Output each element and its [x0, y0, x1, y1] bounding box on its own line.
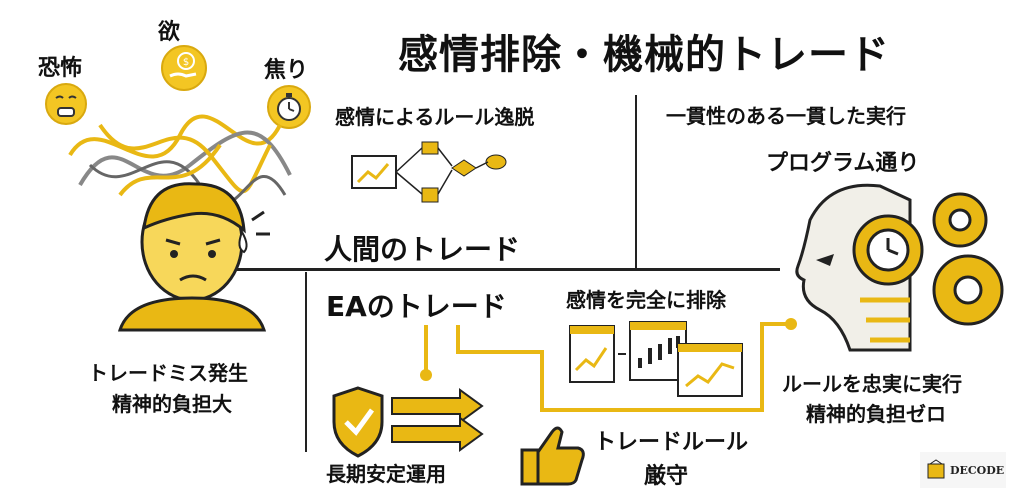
money-hand-icon: $ [161, 45, 207, 91]
vertical-divider-bottom [305, 272, 307, 452]
remove-emotion-label: 感情を完全に排除 [566, 288, 726, 312]
flow-line-f [760, 322, 790, 326]
human-trade-label: 人間のトレード [324, 233, 521, 266]
flow-line-d [540, 408, 764, 412]
svg-text:$: $ [183, 57, 189, 68]
logo-text: DECODE [950, 463, 1005, 477]
long-term-stable-label: 長期安定運用 [326, 462, 446, 486]
emotion-label-greed: 欲 [158, 20, 181, 45]
flow-line-c [540, 350, 544, 412]
flow-line-a [456, 325, 460, 353]
flow-line-b [456, 350, 544, 354]
horizontal-divider [236, 268, 780, 271]
emotion-label-fear: 恐怖 [38, 56, 83, 81]
shield-check-icon [332, 386, 484, 458]
flow-line-e [760, 322, 764, 412]
worried-person-illustration [117, 182, 270, 332]
flow-line-down [424, 325, 428, 377]
faithful-execution-label: ルールを忠実に実行 [782, 372, 962, 396]
trade-mistake-label: トレードミス発生 [88, 361, 248, 385]
mental-burden-large-label: 精神的負担大 [112, 392, 232, 416]
emotion-label-impatience: 焦り [264, 58, 309, 83]
chart-panels-icon [569, 321, 743, 397]
stopwatch-icon [267, 85, 311, 129]
flow-node-dot [420, 369, 432, 381]
strict-adherence-label: 厳守 [644, 464, 689, 489]
robot-head-illustration [795, 183, 1004, 352]
programmed-label: プログラム通り [766, 151, 920, 176]
fear-face-icon [45, 83, 87, 125]
flow-end-dot [785, 318, 797, 330]
gear-icon-bottom [932, 254, 1004, 326]
mental-burden-zero-label: 精神的負担ゼロ [806, 402, 946, 426]
decode-logo: DECODE [920, 452, 1006, 488]
arrows-icon [391, 388, 484, 452]
page-title: 感情排除・機械的トレード [398, 32, 890, 78]
flowchart-icon [351, 141, 507, 203]
ea-trade-label: EAのトレード [326, 290, 507, 323]
consistent-execution-label: 一貫性のある一貫した実行 [666, 104, 906, 128]
vertical-divider-top [635, 95, 637, 270]
logo-mark-icon [927, 459, 945, 479]
gear-icon-top [932, 192, 988, 248]
rule-deviation-label: 感情によるルール逸脱 [335, 105, 535, 129]
trade-rule-label: トレードルール [594, 430, 749, 455]
thumbs-up-icon [520, 426, 585, 486]
